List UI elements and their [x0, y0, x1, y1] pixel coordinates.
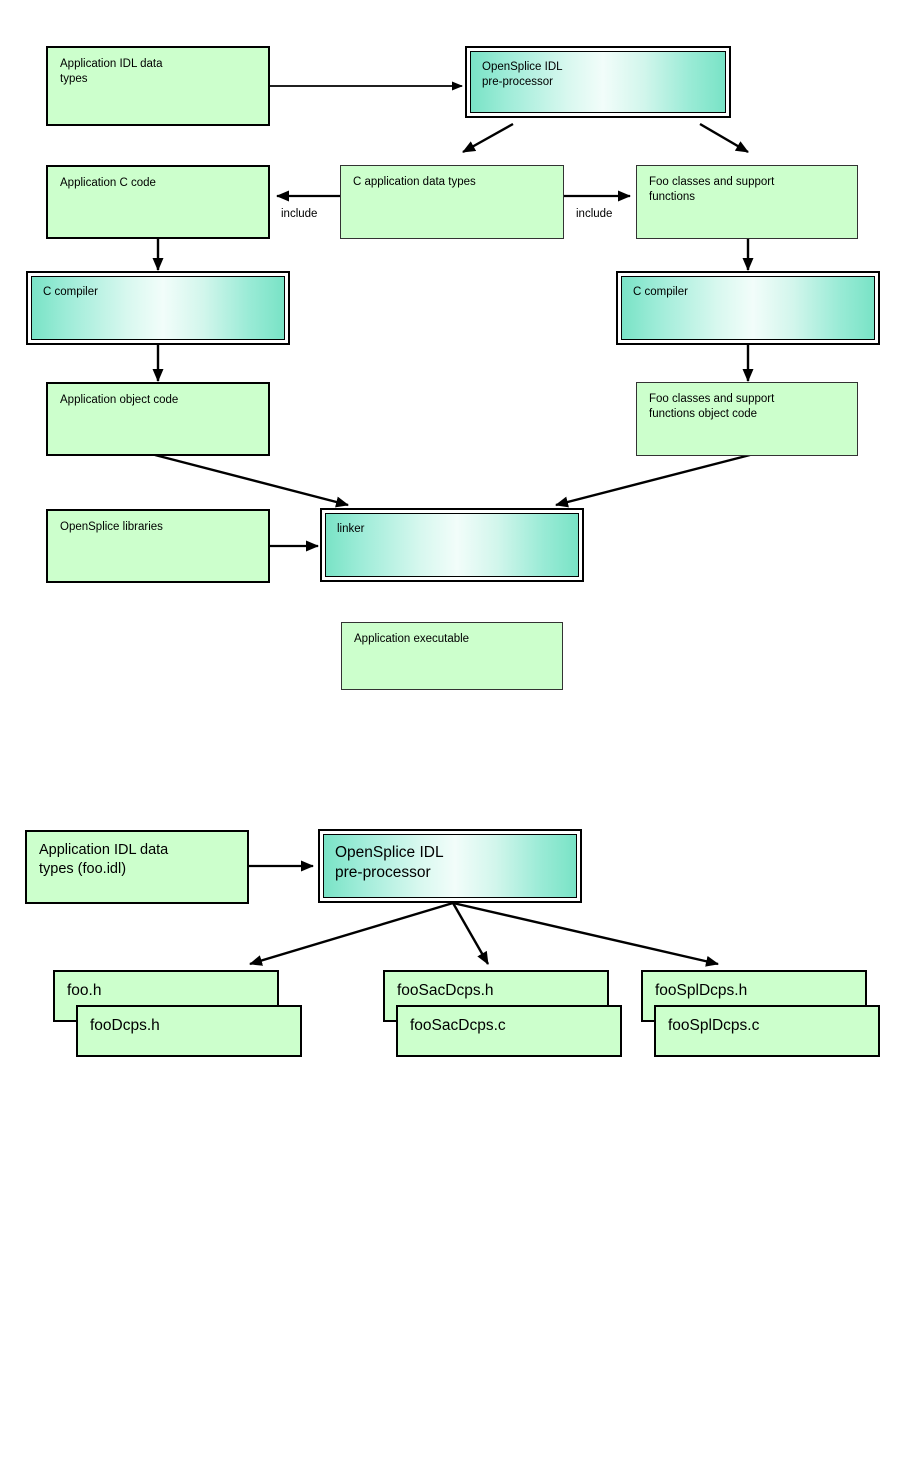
- node-c-compiler-left[interactable]: C compiler: [26, 271, 290, 345]
- node-linker-label: linker: [325, 513, 579, 577]
- node-c-application-data-types[interactable]: C application data types: [340, 165, 564, 239]
- edge-app-object-code-to-linker: [154, 453, 349, 508]
- edge-preprocessor-to-c-data-types: [462, 122, 514, 154]
- node-foo-classes-and-support-functions[interactable]: Foo classes and support functions: [636, 165, 858, 239]
- edge-preprocessor-to-foospldcps-h: [452, 901, 719, 967]
- node-application-c-code[interactable]: Application C code: [46, 165, 270, 239]
- node-foo-object-code[interactable]: Foo classes and support functions object…: [636, 382, 858, 456]
- edge-label-include-right: include: [576, 208, 613, 220]
- node-c-compiler-right-label: C compiler: [621, 276, 875, 340]
- node-c-compiler-left-label: C compiler: [31, 276, 285, 340]
- node-application-object-code[interactable]: Application object code: [46, 382, 270, 456]
- node-foo-sac-dcps-c[interactable]: fooSacDcps.c: [396, 1005, 622, 1057]
- node-application-executable[interactable]: Application executable: [341, 622, 563, 690]
- edge-preprocessor-to-foosacdcps-h: [451, 902, 490, 965]
- node-application-idl-data-types[interactable]: Application IDL data types: [46, 46, 270, 126]
- edge-preprocessor-to-foo-classes: [699, 122, 749, 154]
- node-c-compiler-right[interactable]: C compiler: [616, 271, 880, 345]
- edge-label-include-left: include: [281, 208, 318, 220]
- node-opensplice-idl-preprocessor[interactable]: OpenSplice IDL pre-processor: [465, 46, 731, 118]
- node-foo-spl-dcps-c[interactable]: fooSplDcps.c: [654, 1005, 880, 1057]
- node-linker[interactable]: linker: [320, 508, 584, 582]
- edge-preprocessor-to-foo-h: [249, 901, 454, 966]
- node-opensplice-idl-preprocessor-bottom-label: OpenSplice IDL pre-processor: [323, 834, 577, 898]
- node-application-idl-data-types-foo-idl[interactable]: Application IDL data types (foo.idl): [25, 830, 249, 904]
- node-opensplice-libraries[interactable]: OpenSplice libraries: [46, 509, 270, 583]
- node-opensplice-idl-preprocessor-label: OpenSplice IDL pre-processor: [470, 51, 726, 113]
- edge-foo-object-code-to-linker: [555, 453, 751, 508]
- node-opensplice-idl-preprocessor-bottom[interactable]: OpenSplice IDL pre-processor: [318, 829, 582, 903]
- node-foo-dcps-h[interactable]: fooDcps.h: [76, 1005, 302, 1057]
